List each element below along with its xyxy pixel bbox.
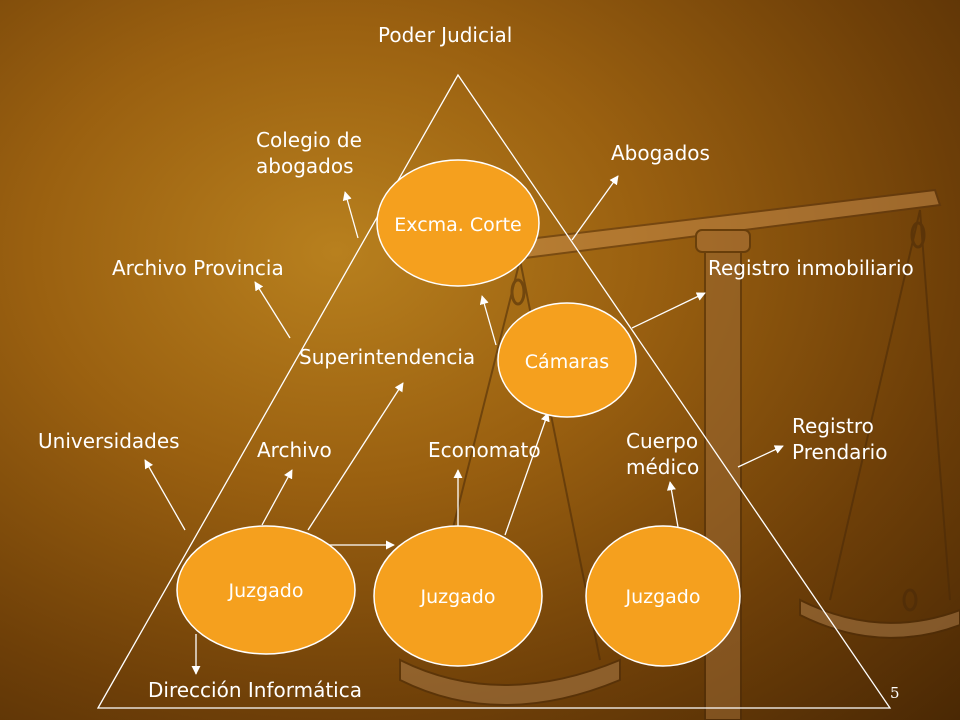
diagram-title: Poder Judicial (378, 23, 513, 47)
juzgado-node-2 (373, 525, 543, 667)
arrow-to-archivo-provincia (254, 281, 291, 339)
arrow-to-cuerpo-medico (666, 481, 679, 528)
juzgado-2-label: Juzgado (420, 586, 496, 608)
arrow-to-archivo (261, 469, 293, 526)
juzgado-node-3 (585, 525, 741, 667)
cuerpo-medico-label: Cuerpo médico (626, 429, 700, 479)
arrow-camaras-to-corte (479, 295, 497, 346)
superintendencia-label: Superintendencia (299, 345, 476, 369)
arrow-to-colegio (342, 191, 359, 239)
registro-prendario-label: Registro Prendario (792, 414, 888, 464)
camaras-label: Cámaras (524, 351, 610, 373)
archivo-label: Archivo (257, 438, 332, 462)
arrow-to-registro-prendario (737, 445, 784, 468)
corte-node (376, 159, 540, 287)
economato-label: Economato (428, 438, 541, 462)
page-number: 5 (890, 684, 900, 702)
abogados-label: Abogados (611, 141, 710, 165)
direccion-informatica-label: Dirección Informática (148, 678, 362, 702)
arrow-juzgado-to-camaras (504, 412, 550, 536)
arrow-to-superintendencia (307, 382, 404, 531)
hierarchy-triangle (96, 73, 892, 709)
juzgado-node-1 (176, 525, 356, 655)
juzgado-1-label: Juzgado (228, 580, 304, 602)
arrow-to-abogados (571, 175, 619, 241)
juzgado-3-label: Juzgado (625, 586, 701, 608)
arrow-to-universidades (144, 459, 186, 531)
camaras-node (497, 302, 637, 418)
corte-label: Excma. Corte (394, 214, 522, 236)
archivo-provincia-label: Archivo Provincia (112, 256, 284, 280)
universidades-label: Universidades (38, 429, 180, 453)
arrow-to-registro-inmobiliario (631, 292, 706, 329)
registro-inmobiliario-label: Registro inmobiliario (708, 256, 914, 280)
colegio-label: Colegio de abogados (256, 128, 362, 178)
